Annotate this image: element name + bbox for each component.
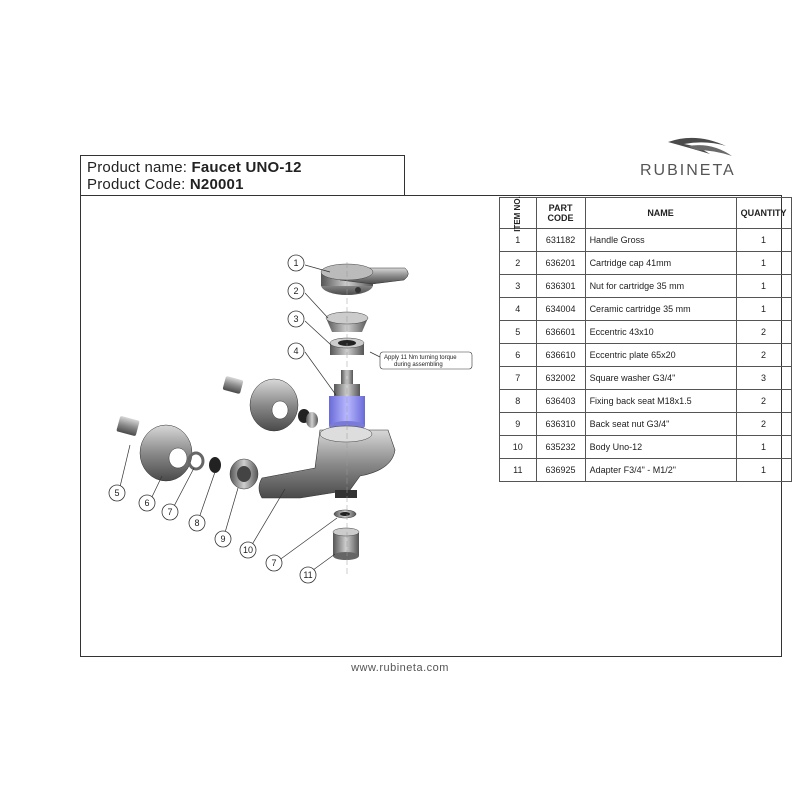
product-name-line: Product name: Faucet UNO-12	[87, 159, 302, 176]
header-name: NAME	[584, 197, 737, 229]
quantity-cell: 1	[735, 228, 792, 252]
callout-number: 2	[293, 286, 298, 296]
product-name: Faucet UNO-12	[191, 159, 302, 176]
callout-6: 6	[138, 494, 156, 512]
leader-lines	[118, 264, 384, 574]
product-name-label: Product name:	[87, 159, 188, 176]
callout-4: 4	[287, 342, 305, 360]
item-no-cell: 3	[499, 274, 537, 298]
torque-note: Apply 11 Nm turning torque during assemb…	[379, 351, 473, 370]
callout-number: 9	[220, 534, 225, 544]
callout-5: 5	[108, 484, 126, 502]
torque-note-line2: during assembling	[394, 362, 443, 368]
part-code-cell: 635232	[535, 435, 586, 459]
torque-note-line1: Apply 11 Nm turning torque	[384, 355, 457, 361]
upper-eccentric-assembly	[222, 376, 318, 432]
name-cell: Eccentric 43x10	[584, 320, 737, 344]
callout-number: 8	[194, 518, 199, 528]
adapter-assembly	[332, 509, 360, 560]
lower-eccentric-assembly	[116, 416, 259, 490]
callout-number: 5	[114, 488, 119, 498]
part-code-cell: 636925	[535, 458, 586, 482]
callout-11: 7	[265, 554, 283, 572]
part-code-cell: 636301	[535, 274, 586, 298]
callout-9: 9	[214, 530, 232, 548]
faucet-body-part	[258, 425, 396, 499]
callout-12: 11	[299, 566, 317, 584]
rubineta-wave-logo-icon	[668, 137, 732, 156]
quantity-cell: 2	[735, 343, 792, 367]
callout-number: 7	[167, 507, 172, 517]
quantity-cell: 2	[735, 412, 792, 436]
footer-url[interactable]: www.rubineta.com	[351, 662, 449, 674]
callout-3: 3	[287, 310, 305, 328]
callout-number: 6	[144, 498, 149, 508]
callout-1: 1	[287, 254, 305, 272]
name-cell: Fixing back seat M18x1.5	[584, 389, 737, 413]
handle-part	[320, 263, 409, 295]
part-code-cell: 631182	[535, 228, 586, 252]
product-code: N20001	[189, 176, 244, 193]
brand-name: RUBINETA	[640, 162, 736, 179]
item-no-cell: 2	[499, 251, 537, 275]
item-no-cell: 9	[499, 412, 537, 436]
name-cell: Adapter F3/4" - M1/2"	[584, 458, 737, 482]
header-part-code: PART CODE	[535, 197, 586, 229]
item-no-cell: 11	[499, 458, 537, 482]
name-cell: Body Uno-12	[584, 435, 737, 459]
part-code-cell: 636403	[535, 389, 586, 413]
product-header: Product name: Faucet UNO-12 Product Code…	[80, 155, 405, 196]
callout-number: 7	[271, 558, 276, 568]
callout-10: 10	[239, 541, 257, 559]
callout-number: 11	[303, 570, 312, 580]
callout-number: 4	[293, 346, 298, 356]
name-cell: Nut for cartridge 35 mm	[584, 274, 737, 298]
table-header-row: ITEM NO. PART CODE NAME QUANTITY	[499, 196, 792, 232]
quantity-cell: 1	[735, 458, 792, 482]
name-cell: Ceramic cartridge 35 mm	[584, 297, 737, 321]
item-no-cell: 1	[499, 228, 537, 252]
product-code-line: Product Code: N20001	[87, 176, 244, 193]
callout-number: 10	[243, 545, 253, 555]
callout-8: 8	[188, 514, 206, 532]
callout-number: 3	[293, 314, 298, 324]
header-quantity: QUANTITY	[735, 197, 792, 229]
callout-number: 1	[293, 258, 298, 268]
callout-7: 7	[161, 503, 179, 521]
product-code-label: Product Code:	[87, 176, 186, 193]
part-code-cell: 636201	[535, 251, 586, 275]
callout-2: 2	[287, 282, 305, 300]
